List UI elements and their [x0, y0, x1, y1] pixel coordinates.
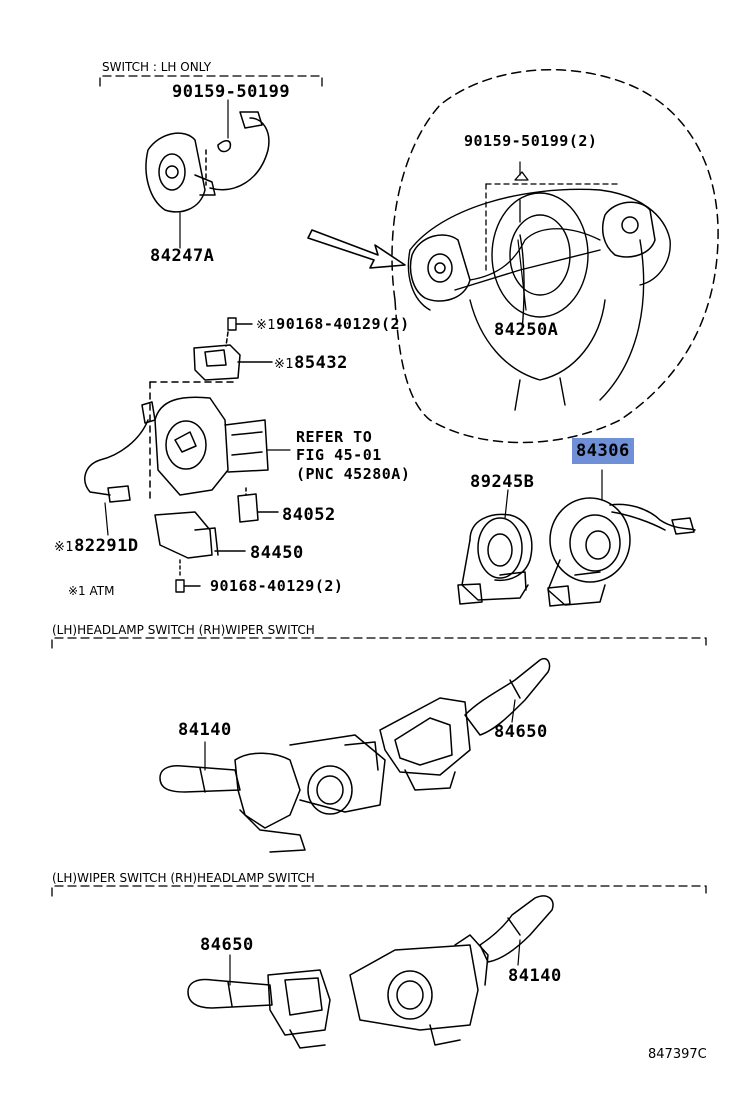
steering-wheel	[407, 188, 671, 411]
wheel-harness	[469, 171, 621, 281]
part-84306	[547, 469, 696, 607]
lh-only-bracket	[99, 75, 323, 87]
part-85432	[193, 331, 273, 381]
part-number-84052[interactable]: 84052	[282, 505, 336, 525]
steering-wheel-outline	[391, 68, 719, 444]
heading-section-lh-headlamp: (LH)HEADLAMP SWITCH (RH)WIPER SWITCH	[52, 623, 315, 637]
footnote-atm: ※1 ATM	[68, 585, 115, 597]
part-number-84140-b[interactable]: 84140	[508, 966, 562, 986]
part-number-90159-top[interactable]: 90159-50199	[172, 82, 291, 102]
part-number-84306-highlighted[interactable]: 84306	[572, 438, 634, 464]
section-2-divider	[51, 885, 707, 897]
figure-code: 847397C	[648, 1047, 707, 1062]
wheel-left-switch	[409, 234, 471, 302]
wiper-switch-84650-b	[187, 969, 331, 1049]
asterisk-marker: ※1	[54, 540, 75, 555]
leader-84140-b	[517, 939, 521, 966]
part-number-90159-wheel[interactable]: 90159-50199(2)	[464, 132, 598, 150]
leader-84650-a	[511, 699, 516, 723]
part-84052	[237, 487, 279, 523]
heading-switch-lh-only: SWITCH : LH ONLY	[102, 60, 212, 74]
section-1-divider	[51, 637, 707, 649]
part-number-82291d[interactable]: ※182291D	[54, 538, 139, 555]
part-number-89245b[interactable]: 89245B	[470, 472, 535, 492]
leader-82291d	[104, 502, 109, 536]
part-number-84306-text: 84306	[572, 438, 634, 464]
part-number-84247a[interactable]: 84247A	[150, 246, 215, 266]
asterisk-marker: ※1	[68, 584, 86, 598]
refer-to-line-2[interactable]: FIG 45-01	[296, 446, 382, 464]
wiper-switch-84650-a	[379, 658, 551, 791]
part-number-90168-top-text: 90168-40129(2)	[276, 315, 410, 333]
part-number-84140-a[interactable]: 84140	[178, 720, 232, 740]
part-number-90168-top[interactable]: ※190168-40129(2)	[256, 315, 410, 333]
wheel-right-switch	[602, 201, 656, 258]
heading-section-lh-wiper: (LH)WIPER SWITCH (RH)HEADLAMP SWITCH	[52, 871, 315, 885]
part-number-84650-a[interactable]: 84650	[494, 722, 548, 742]
part-number-82291d-text: 82291D	[74, 536, 139, 556]
part-number-85432[interactable]: ※185432	[274, 355, 348, 372]
part-number-84650-b[interactable]: 84650	[200, 935, 254, 955]
combination-switch-body	[84, 381, 269, 503]
refer-to-line-3: (PNC 45280A)	[296, 465, 411, 483]
screw-90168-bottom	[175, 559, 201, 593]
leader-84250a	[517, 239, 527, 311]
part-89245b	[457, 489, 533, 605]
part-number-84450[interactable]: 84450	[250, 543, 304, 563]
part-number-90168-bottom[interactable]: 90168-40129(2)	[210, 577, 344, 595]
switch-84247a	[145, 111, 270, 213]
pointer-arrow	[307, 229, 406, 269]
headlamp-switch-84140-a	[159, 734, 386, 853]
part-number-85432-text: 85432	[294, 353, 348, 373]
refer-to-line-1: REFER TO	[296, 428, 373, 446]
asterisk-marker: ※1	[274, 357, 295, 372]
part-84450	[154, 511, 246, 559]
asterisk-marker: ※1	[256, 318, 277, 333]
screw-90168-top	[227, 317, 253, 331]
footnote-atm-text: ATM	[89, 584, 115, 598]
part-number-84250a[interactable]: 84250A	[494, 320, 559, 340]
headlamp-switch-84140-b	[349, 895, 554, 1046]
